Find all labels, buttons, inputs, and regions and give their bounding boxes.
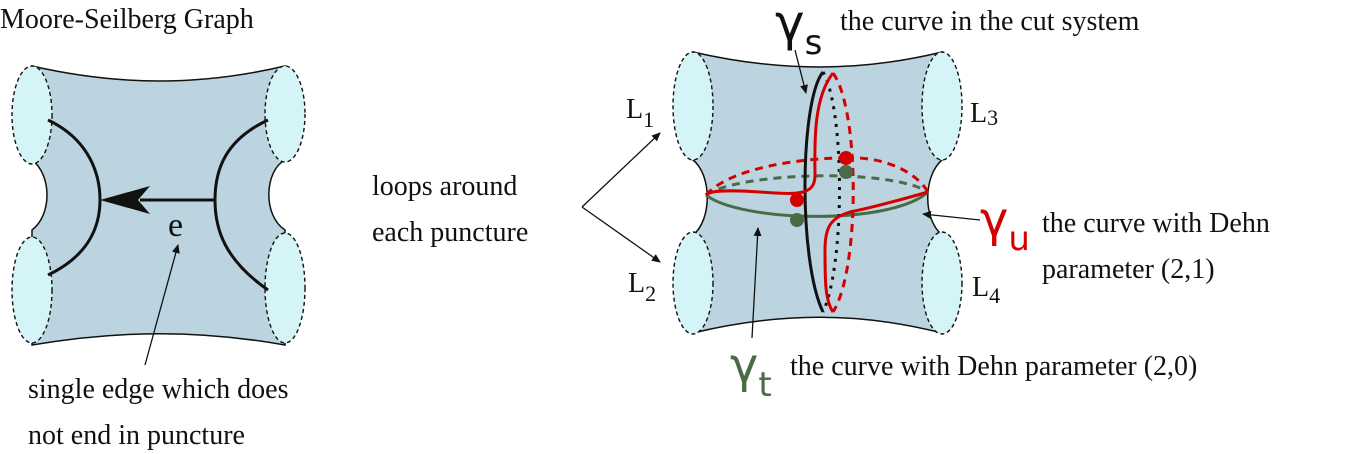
right-cuff-L1: [672, 51, 714, 161]
curve-gamma-u-back-right: [845, 156, 930, 193]
dot-green-front: [790, 213, 804, 227]
gamma-t-description: the curve with Dehn parameter (2,0): [790, 351, 1197, 382]
pointer-loops-L2: [581, 206, 661, 263]
right-cuff-L3: [921, 51, 963, 161]
curve-gamma-u-back-far: [831, 72, 855, 313]
left-surface: [31, 65, 286, 346]
pointer-gamma-t: [751, 227, 762, 339]
gamma-u-description-line2: parameter (2,1): [1042, 254, 1215, 285]
caption-pointer-arrow: [144, 244, 180, 366]
curve-gamma-u-front-upper: [704, 72, 835, 197]
right-cuff-L2: [672, 231, 714, 335]
label-L4: L4: [972, 272, 1000, 308]
dot-green-back: [839, 165, 853, 179]
curve-gamma-u-front-right: [823, 190, 929, 313]
right-surface-group: [581, 49, 981, 339]
label-L3: L3: [970, 98, 998, 130]
curve-gamma-u-back-upper: [704, 156, 847, 197]
gamma-u-description-line1: the curve with Dehn: [1042, 208, 1270, 239]
curve-gamma-t-front: [705, 190, 929, 218]
right-surface: [692, 51, 943, 334]
curve-gamma-s-front: [803, 71, 825, 313]
loops-label-line1: loops around: [372, 171, 517, 202]
left-caption-line2: not end in puncture: [28, 420, 245, 451]
edge-label-e: e: [168, 207, 183, 244]
left-cuff-top-left: [11, 65, 53, 165]
left-cuff-bottom-right: [264, 232, 306, 344]
right-cuff-L4: [921, 231, 963, 335]
label-gamma-u: γu: [980, 192, 1030, 259]
pointer-gamma-u: [922, 210, 981, 221]
label-gamma-t: γt: [730, 338, 772, 405]
left-cuff-bottom-left: [11, 236, 53, 344]
graph-edge-arrowhead: [100, 186, 150, 214]
left-surface-group: [11, 65, 306, 366]
left-cuff-top-right: [264, 65, 306, 163]
loops-label-line2: each puncture: [372, 217, 528, 248]
gamma-s-description: the curve in the cut system: [840, 6, 1140, 37]
left-caption-line1: single edge which does: [28, 374, 289, 405]
curve-gamma-s-back: [821, 71, 841, 313]
dot-red-back: [839, 151, 853, 165]
label-gamma-s: γs: [775, 0, 822, 63]
dot-red-front: [790, 193, 804, 207]
label-L1: L1: [626, 94, 654, 132]
left-title: Moore-Seilberg Graph: [0, 4, 254, 35]
label-L2: L2: [628, 268, 656, 306]
pointer-loops-L1: [581, 132, 661, 208]
pointer-gamma-s: [794, 49, 808, 94]
